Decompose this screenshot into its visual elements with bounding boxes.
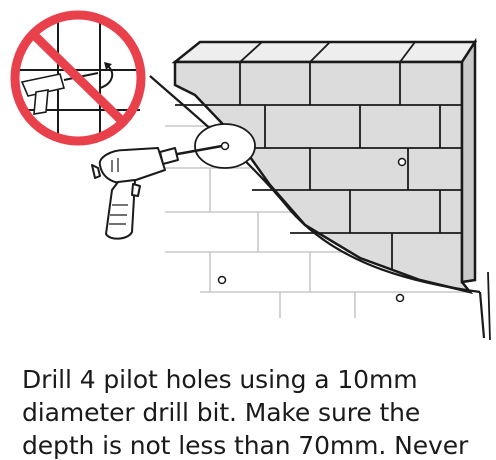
faded-wall-section — [165, 125, 470, 318]
curtain-right-edge — [478, 291, 486, 339]
curtain-fold — [487, 271, 491, 341]
prohibited-drilling-into-frame-icon — [10, 10, 146, 146]
drill-icon — [91, 144, 223, 240]
wall-front-face — [173, 60, 474, 295]
curtain-edge — [149, 75, 481, 294]
brick-joints — [175, 41, 462, 270]
anchor-hole-icon — [220, 141, 230, 151]
anchor-hole-icon — [217, 275, 227, 285]
wall-drilling-illustration — [10, 10, 491, 341]
wall-side-face — [460, 37, 477, 284]
anchor-hole-icon — [397, 157, 407, 167]
wall-top-face — [171, 40, 478, 64]
anchor-hole-icon — [395, 293, 405, 303]
instruction-text: Drill 4 pilot holes using a 10mm diamete… — [22, 365, 469, 460]
